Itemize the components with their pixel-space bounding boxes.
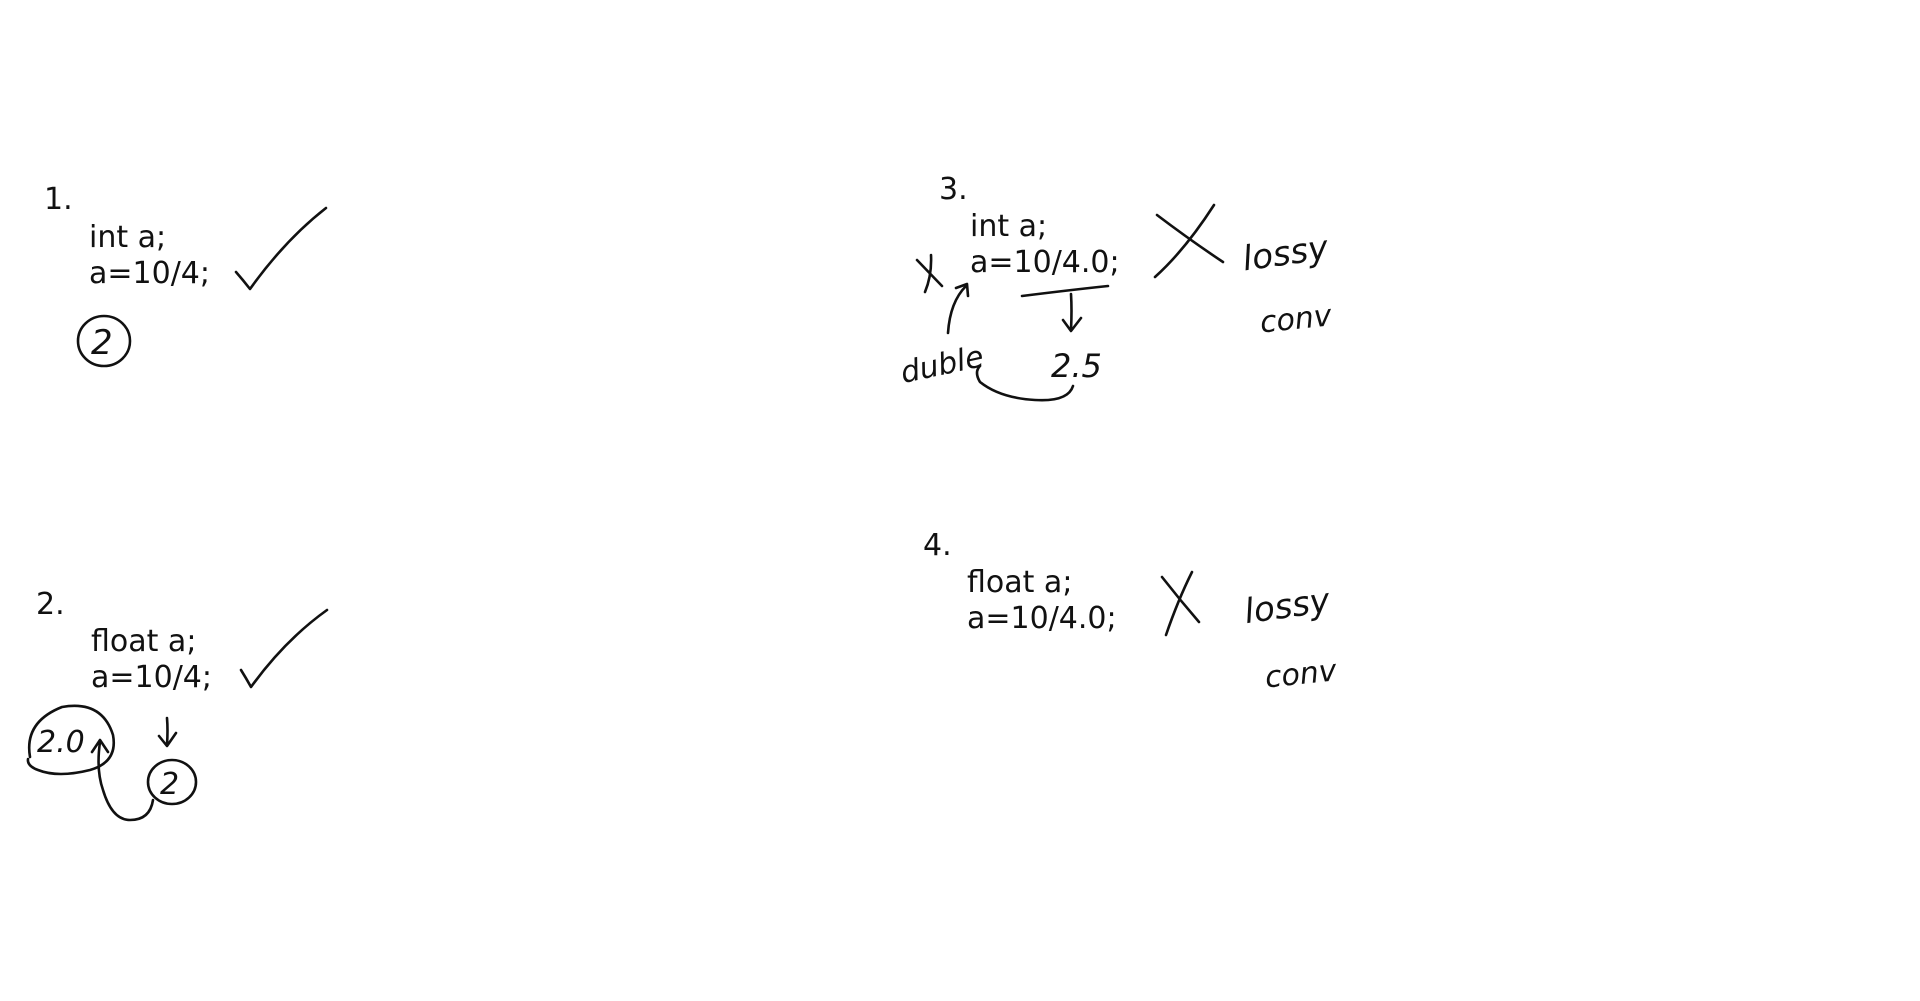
- result-circle-1: [76, 314, 132, 368]
- example-1-code-line-1: int a;: [89, 220, 167, 255]
- example-4-conv-note: conv: [1263, 653, 1339, 695]
- down-arrow-icon: [157, 716, 178, 748]
- cross-icon: [1153, 203, 1225, 279]
- example-4-number: 4.: [923, 528, 952, 563]
- checkmark-icon: [234, 206, 328, 291]
- example-4-code-line-1: float a;: [967, 565, 1073, 600]
- example-3-code-line-1: int a;: [970, 209, 1048, 244]
- example-2-result-float: 2.0: [37, 725, 85, 760]
- example-3-intermediate: 2.5: [1051, 347, 1102, 385]
- example-2-code-line-2: a=10/4;: [91, 660, 212, 695]
- curved-arrow-icon: [90, 738, 155, 822]
- example-3-lossy-note: lossy: [1240, 228, 1331, 280]
- example-1-code-line-2: a=10/4;: [89, 256, 210, 291]
- example-4-code-line-2: a=10/4.0;: [967, 601, 1117, 636]
- curved-arrow-icon: [946, 282, 970, 335]
- cross-icon: [915, 253, 944, 294]
- example-4-lossy-note: lossy: [1242, 581, 1333, 633]
- example-1-result: 2: [91, 323, 113, 363]
- result-circle-float: [26, 704, 116, 776]
- underline-stroke: [1020, 284, 1110, 298]
- example-3-code-line-2: a=10/4.0;: [970, 245, 1120, 280]
- cross-icon: [1160, 570, 1201, 637]
- checkmark-icon: [239, 608, 329, 689]
- example-3-conv-note: conv: [1258, 298, 1334, 340]
- example-2-code-line-1: float a;: [91, 624, 197, 659]
- curved-arrow-icon: [975, 364, 1075, 402]
- example-1-number: 1.: [44, 182, 73, 217]
- example-3-number: 3.: [939, 172, 968, 207]
- result-circle-int: [146, 758, 198, 806]
- example-2-result-int: 2: [160, 767, 179, 802]
- example-3-type-note: duble: [897, 339, 986, 391]
- down-arrow-icon: [1061, 292, 1083, 333]
- example-2-number: 2.: [36, 587, 65, 622]
